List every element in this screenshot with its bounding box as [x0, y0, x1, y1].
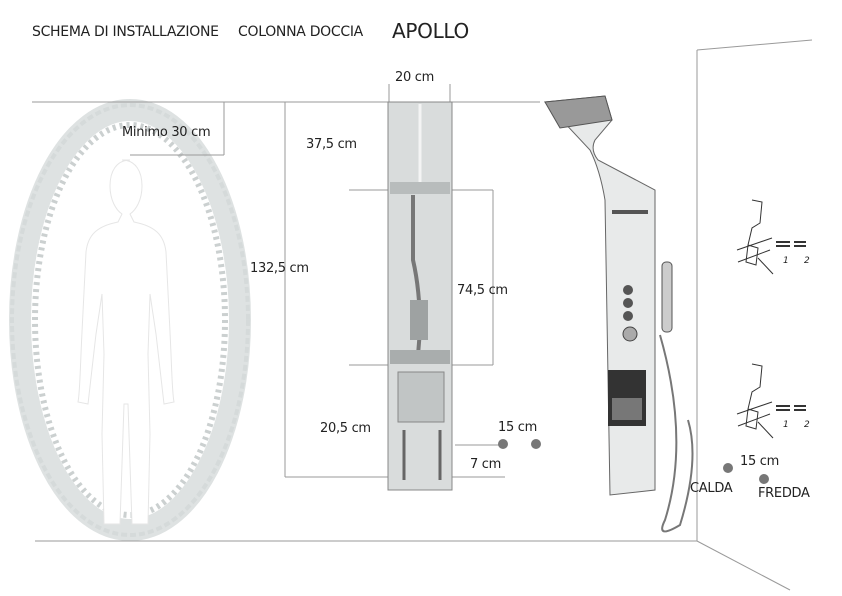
step-2-label: 2 [804, 256, 810, 266]
model-name: APOLLO [392, 19, 469, 43]
hot-label: CALDA [690, 481, 733, 496]
hand-shower [661, 261, 673, 333]
total-height-label: 132,5 cm [250, 261, 309, 276]
inlet-spacing-label: 15 cm [498, 420, 537, 435]
column-internal-view [387, 101, 453, 491]
wall-inlet-hot-dot [723, 463, 733, 473]
wall-inlet-spacing-label: 15 cm [740, 454, 779, 469]
mounting-bracket-bottom [736, 363, 806, 439]
width-label: 20 cm [395, 70, 434, 85]
inlet-dot-hot [498, 439, 508, 449]
wall-inlet-cold-dot [759, 474, 769, 484]
inlet-offset-label: 7 cm [470, 457, 502, 472]
cold-label: FREDDA [758, 486, 810, 501]
person-clearance-illustration [9, 99, 251, 541]
step-1-label-bottom: 1 [783, 420, 789, 430]
wall-edge [696, 39, 813, 51]
step-1-label: 1 [783, 256, 789, 266]
schema-title: SCHEMA DI INSTALLAZIONE [32, 24, 219, 40]
jet-knob [623, 285, 633, 295]
clearance-label: Minimo 30 cm [122, 125, 211, 140]
rain-head [544, 95, 613, 129]
step-2-label-bottom: 2 [804, 420, 810, 430]
middle-section-label: 74,5 cm [457, 283, 508, 298]
top-section-label: 37,5 cm [306, 137, 357, 152]
inlet-dot-cold [531, 439, 541, 449]
product-type: COLONNA DOCCIA [238, 24, 363, 40]
mounting-bracket-top [736, 199, 806, 275]
bottom-section-label: 20,5 cm [320, 421, 371, 436]
shower-panel-illustration [543, 95, 694, 533]
hose [659, 334, 694, 533]
person-silhouette [77, 159, 175, 525]
